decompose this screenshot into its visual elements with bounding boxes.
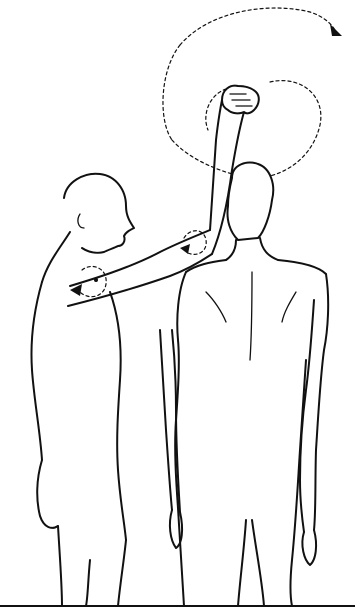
patient-figure	[175, 163, 328, 606]
examiner-figure	[31, 86, 258, 606]
circumduction-arrowhead-icon	[330, 24, 342, 36]
shoulder-rotation-arrow-icon	[70, 266, 106, 296]
